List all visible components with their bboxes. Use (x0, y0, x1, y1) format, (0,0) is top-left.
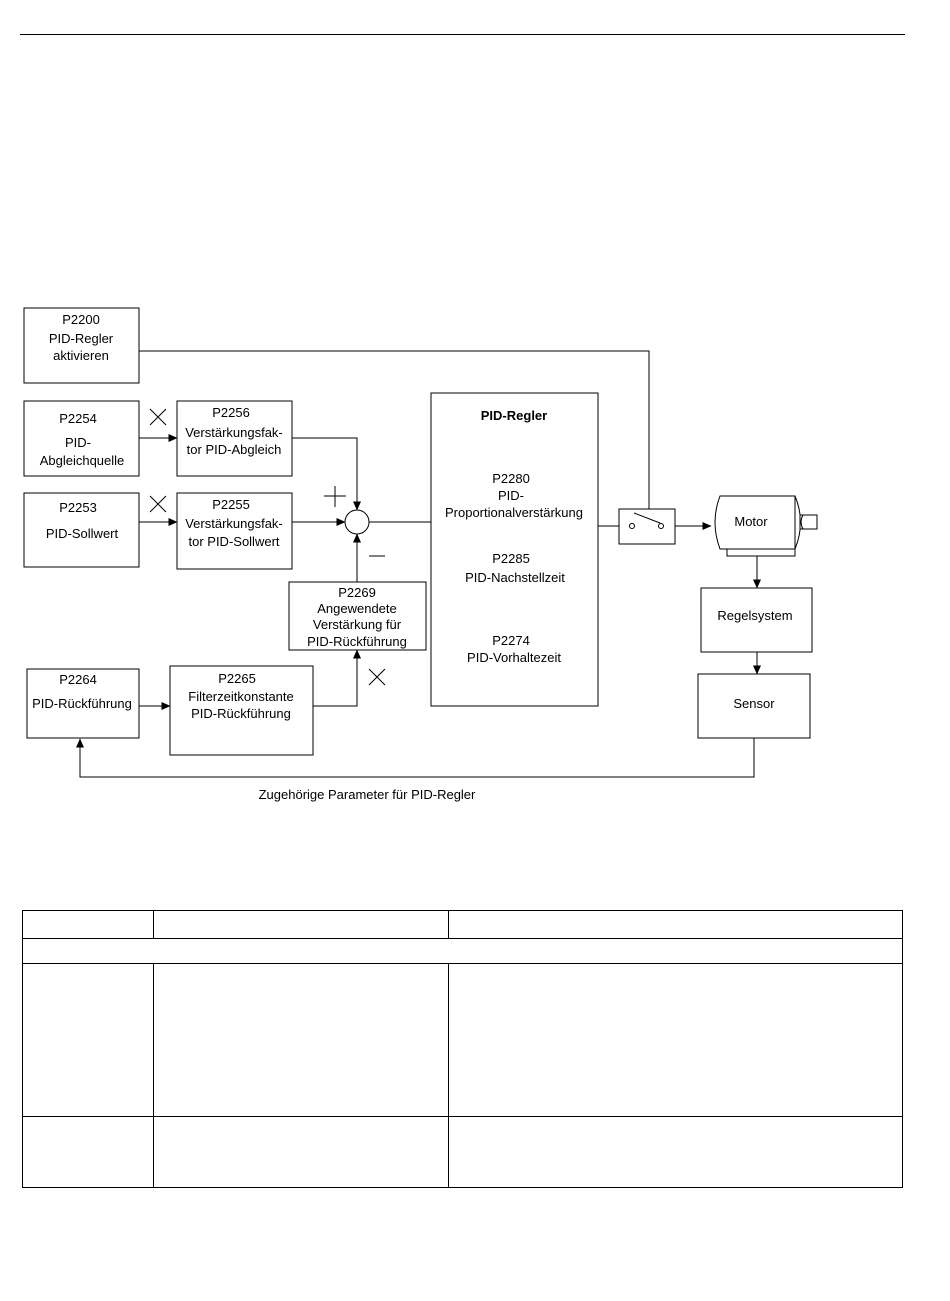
switch-contact-icon (658, 523, 664, 529)
switch-block (618, 508, 676, 545)
block-frame (23, 492, 140, 568)
block-label: P2265 (218, 671, 256, 686)
block-label: Verstärkungsfak- (185, 516, 283, 531)
block-regelsystem: Regelsystem (700, 587, 813, 653)
block-label: Abgleichquelle (40, 453, 125, 468)
block-label: PID-Rückführung (191, 706, 291, 721)
block-label: Angewendete (317, 601, 397, 616)
block-frame (26, 668, 140, 739)
summing-circle (344, 509, 370, 535)
table-cell (448, 1116, 903, 1188)
block-p2255: P2255 Verstärkungsfak- tor PID-Sollwert (176, 492, 293, 570)
arrow-p2256-summing (292, 437, 361, 511)
table-cell (22, 910, 154, 939)
block-label: Verstärkung für (313, 617, 402, 632)
multiply-icon (149, 495, 167, 513)
switch-lever-icon (633, 512, 661, 524)
table-row (22, 1116, 903, 1188)
block-label: P2280 (492, 471, 530, 486)
arrow-p2265-p2269 (313, 649, 361, 707)
parameter-table (22, 910, 903, 1188)
block-label: Proportionalverstärkung (445, 505, 583, 520)
block-label: PID-Regler (49, 331, 114, 346)
block-p2264: P2264 PID-Rückführung (26, 668, 140, 739)
pid-controller-diagram: P2200 PID-Regler aktivieren P2254 PID- A… (23, 307, 818, 802)
switch-contact-icon (629, 523, 635, 529)
motor-shaft-icon (799, 514, 818, 530)
block-frame (23, 400, 140, 477)
table-cell (22, 963, 154, 1117)
table-cell (153, 963, 449, 1117)
block-label: PID-Nachstellzeit (465, 570, 565, 585)
block-label: PID- (498, 488, 524, 503)
block-label: PID- (65, 435, 91, 450)
block-label: P2200 (62, 312, 100, 327)
block-label: Filterzeitkonstante (188, 689, 294, 704)
block-p2269: P2269 Angewendete Verstärkung für PID-Rü… (288, 581, 427, 651)
block-p2254: P2254 PID- Abgleichquelle (23, 400, 140, 477)
motor-body-icon (714, 495, 796, 550)
block-label: Verstärkungsfak- (185, 425, 283, 440)
table-cell (22, 938, 903, 964)
block-p2256: P2256 Verstärkungsfak- tor PID-Abgleich (176, 400, 293, 477)
block-label: P2255 (212, 497, 250, 512)
table-section-row (22, 938, 903, 964)
block-p2200: P2200 PID-Regler aktivieren (23, 307, 140, 384)
block-label: aktivieren (53, 348, 109, 363)
multiply-symbols (149, 408, 386, 686)
connection-lines (76, 350, 761, 778)
block-pid-controller: PID-Regler P2280 PID- Proportionalverstä… (430, 392, 599, 707)
block-label: tor PID-Sollwert (188, 534, 279, 549)
block-frame (697, 673, 811, 739)
block-label: P2253 (59, 500, 97, 515)
block-frame (23, 307, 140, 384)
block-label: tor PID-Abgleich (187, 442, 282, 457)
table-cell (153, 910, 449, 939)
block-label: PID-Vorhaltezeit (467, 650, 561, 665)
table-cell (448, 963, 903, 1117)
motor-block: Motor (714, 495, 818, 557)
table-cell (448, 910, 903, 939)
block-frame (176, 492, 293, 570)
block-label: P2256 (212, 405, 250, 420)
enable-line (139, 350, 650, 519)
block-label: Regelsystem (717, 608, 792, 623)
block-label: PID-Sollwert (46, 526, 119, 541)
block-label: P2269 (338, 585, 376, 600)
block-p2253: P2253 PID-Sollwert (23, 492, 140, 568)
block-label: P2285 (492, 551, 530, 566)
block-label: P2254 (59, 411, 97, 426)
block-label: P2264 (59, 672, 97, 687)
block-p2265: P2265 Filterzeitkonstante PID-Rückführun… (169, 665, 314, 756)
multiply-icon (368, 668, 386, 686)
summing-junction (324, 486, 385, 557)
feedback-line (76, 738, 755, 778)
block-label: PID-Rückführung (307, 634, 407, 649)
switch-frame (618, 508, 676, 545)
motor-shaft-icon (800, 514, 804, 530)
plus-sign-icon (324, 486, 346, 507)
table-row (22, 963, 903, 1117)
multiply-icon (149, 408, 167, 426)
table-cell (153, 1116, 449, 1188)
motor-base-icon (726, 548, 796, 557)
block-label: Sensor (733, 696, 775, 711)
table-cell (22, 1116, 154, 1188)
diagram-caption: Zugehörige Parameter für PID-Regler (259, 787, 476, 802)
motor-label: Motor (734, 514, 768, 529)
block-frame (288, 581, 427, 651)
block-sensor: Sensor (697, 673, 811, 739)
block-frame (700, 587, 813, 653)
table-header-row (22, 910, 903, 939)
pid-controller-title: PID-Regler (481, 408, 547, 423)
block-label: P2274 (492, 633, 530, 648)
block-frame (430, 392, 599, 707)
block-frame (169, 665, 314, 756)
block-frame (176, 400, 293, 477)
block-label: PID-Rückführung (32, 696, 132, 711)
header-rule (20, 34, 905, 35)
